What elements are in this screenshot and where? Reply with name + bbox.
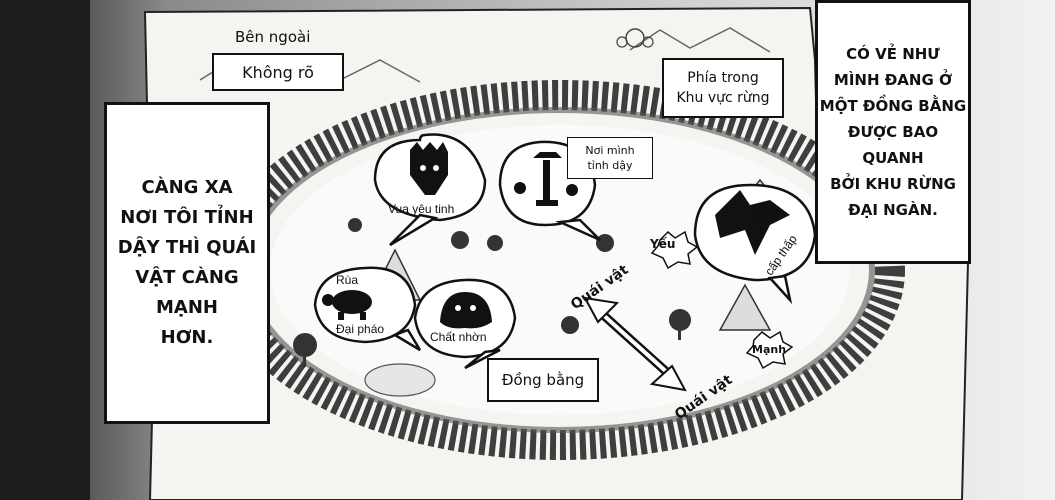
inside-label-2: Khu vực rừng <box>676 90 770 106</box>
strength-arrow <box>583 296 687 392</box>
plains-box: Đồng bằng <box>487 358 599 402</box>
turtle-label-1: Rùa <box>336 273 359 287</box>
strong-label: Mạnh <box>752 343 787 356</box>
outside-label: Bên ngoài <box>235 28 311 46</box>
weak-label: Yếu <box>650 237 676 251</box>
dragon-icon <box>715 190 790 255</box>
turtle-label-2: Đại pháo <box>336 322 385 336</box>
narration-right: CÓ VẺ NHƯ MÌNH ĐANG Ở MỘT ĐỒNG BẰNG ĐƯỢC… <box>815 0 971 264</box>
weak-burst <box>650 230 699 270</box>
woke-label-1: Nơi mình <box>585 144 635 157</box>
slime-icon <box>440 292 492 329</box>
narration-left: CÀNG XA NƠI TÔI TỈNH DẬY THÌ QUÁI VẬT CÀ… <box>104 102 270 424</box>
turtle-icon <box>322 290 372 320</box>
strong-burst <box>745 330 794 370</box>
inside-box: Phía trong Khu vực rừng <box>662 58 784 118</box>
unknown-box: Không rõ <box>212 53 344 91</box>
inside-label-1: Phía trong <box>687 70 759 86</box>
goblin-king-label: Vua yêu tinh <box>388 202 455 216</box>
woke-label-2: tỉnh dậy <box>587 159 633 172</box>
slime-label: Chất nhờn <box>430 330 487 344</box>
manga-panel: Bên ngoài Không rõ Phía trong Khu vực rừ… <box>90 0 1055 500</box>
unknown-label: Không rõ <box>242 62 314 82</box>
wake-pillar-icon <box>514 152 578 206</box>
map-illustration <box>138 6 970 500</box>
sun-icon <box>616 28 654 48</box>
woke-box: Nơi mình tỉnh dậy <box>567 137 653 179</box>
goblin-king-icon <box>410 142 448 195</box>
plains-label: Đồng bằng <box>501 371 585 389</box>
